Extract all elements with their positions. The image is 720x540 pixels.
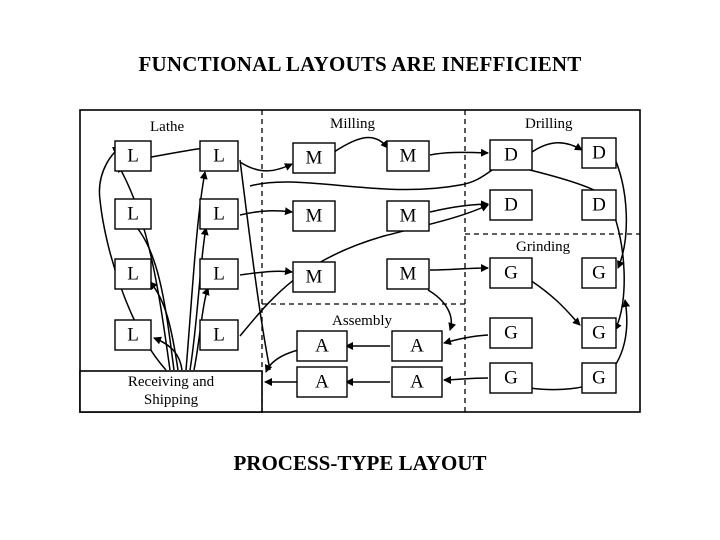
plant-boundary [79,109,641,413]
grinding-label: Grinding [516,239,571,255]
lathe-machines: L L L L L L L L [114,140,239,351]
grinding-box-6-label: G [592,368,606,389]
receiving-label-line1: Receiving and [128,374,215,390]
drilling-box-3-label: D [504,195,518,216]
assembly-box-2-label: A [410,336,424,357]
assembly-box-1 [296,330,348,362]
milling-box-1-label: M [306,148,323,169]
grinding-box-2-label: G [592,263,606,284]
lathe-box-6-label: L [213,264,225,285]
grinding-box-2 [581,257,617,289]
drilling-machines: D D D D [489,137,617,221]
milling-box-1 [292,142,336,174]
lathe-box-6 [199,258,239,290]
milling-box-2-label: M [400,146,417,167]
lathe-box-1 [114,140,152,172]
assembly-box-2 [391,330,443,362]
lathe-label: Lathe [150,119,184,135]
grinding-box-3-label: G [504,323,518,344]
grinding-box-1-label: G [504,263,518,284]
milling-box-4 [386,200,430,232]
lathe-box-3-label: L [127,204,139,225]
lathe-box-3 [114,198,152,230]
receiving-shipping-area [79,370,263,413]
lathe-box-8-label: L [213,325,225,346]
assembly-box-3-label: A [315,372,329,393]
grinding-box-4 [581,317,617,349]
milling-box-3 [292,200,336,232]
milling-box-3-label: M [306,206,323,227]
lathe-box-2-label: L [213,146,225,167]
drilling-box-3 [489,189,533,221]
milling-box-6-label: M [400,264,417,285]
assembly-box-3 [296,366,348,398]
grinding-box-5-label: G [504,368,518,389]
lathe-box-5-label: L [127,264,139,285]
material-flow-paths [98,136,631,391]
milling-label: Milling [330,116,376,132]
grinding-box-3 [489,317,533,349]
assembly-box-4 [391,366,443,398]
milling-machines: M M M M M M [292,140,430,293]
grinding-box-1 [489,257,533,289]
grinding-box-5 [489,362,533,394]
drilling-box-2 [581,137,617,169]
assembly-stations: A A A A [296,330,443,398]
diagram-caption: PROCESS-TYPE LAYOUT [233,451,487,475]
lathe-box-8 [199,319,239,351]
milling-box-5 [292,261,336,293]
drilling-box-4-label: D [592,195,606,216]
assembly-box-4-label: A [410,372,424,393]
assembly-box-1-label: A [315,336,329,357]
grinding-machines: G G G G G G [489,257,617,394]
drilling-box-4 [581,189,617,221]
drilling-label: Drilling [525,116,573,132]
milling-box-2 [386,140,430,172]
grinding-box-6 [581,362,617,394]
lathe-box-7 [114,319,152,351]
lathe-box-4 [199,198,239,230]
receiving-label-line2: Shipping [144,392,199,408]
lathe-box-7-label: L [127,325,139,346]
drilling-box-2-label: D [592,143,606,164]
lathe-box-5 [114,258,152,290]
drilling-box-1 [489,139,533,171]
slide-title: FUNCTIONAL LAYOUTS ARE INEFFICIENT [138,52,582,76]
grinding-box-4-label: G [592,323,606,344]
milling-box-5-label: M [306,267,323,288]
lathe-box-2 [199,140,239,172]
assembly-label: Assembly [332,313,393,329]
lathe-box-1-label: L [127,146,139,167]
milling-box-6 [386,258,430,290]
lathe-box-4-label: L [213,204,225,225]
milling-box-4-label: M [400,206,417,227]
drilling-box-1-label: D [504,145,518,166]
